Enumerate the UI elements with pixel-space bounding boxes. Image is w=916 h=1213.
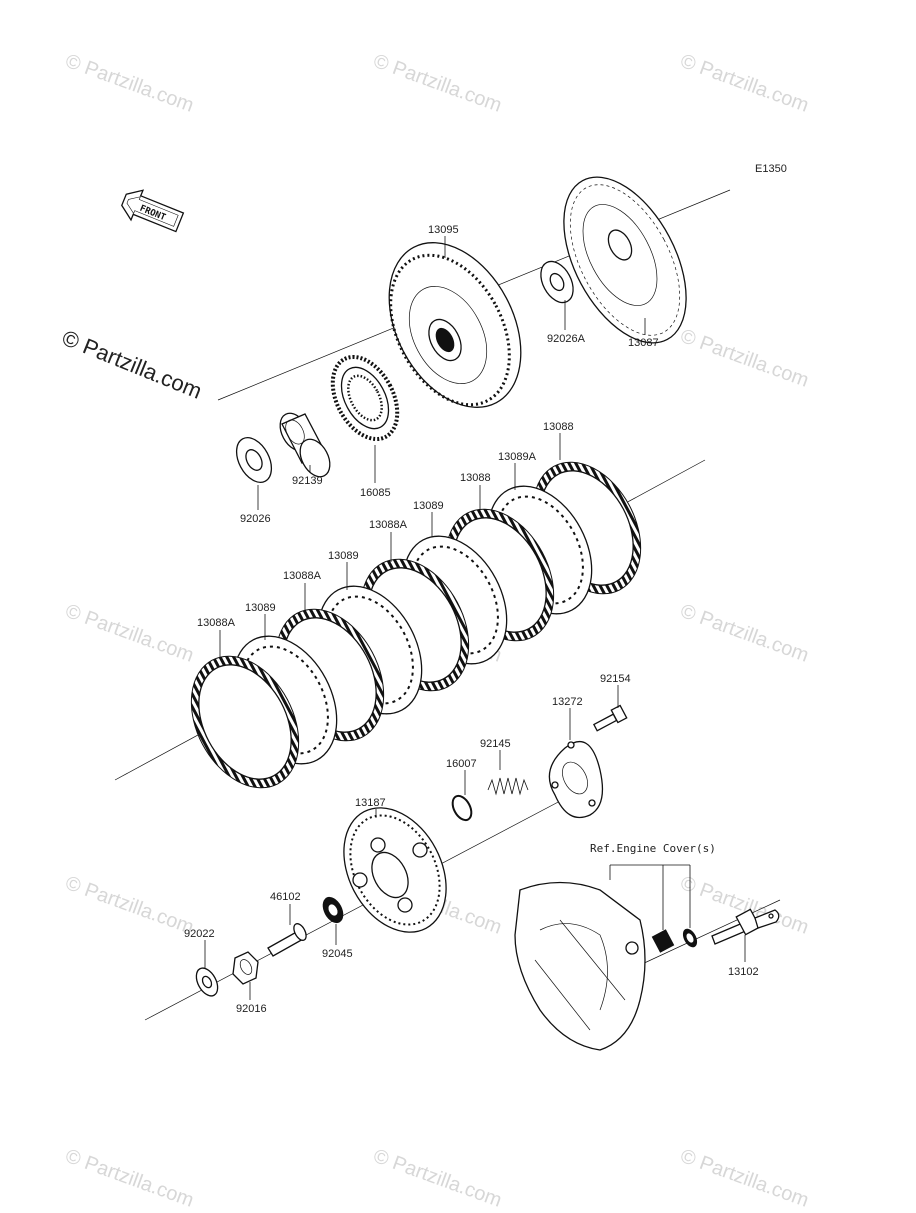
label-13187: 13187: [355, 797, 386, 809]
diagram-code: E1350: [755, 163, 787, 175]
label-13089-c: 13089: [245, 602, 276, 614]
label-13087: 13087: [628, 337, 659, 349]
axis-line-right: [639, 899, 781, 966]
part-labels: 13095 13087 92026A 16085 92139 92026 130…: [184, 224, 759, 1015]
part-92045-bearing[interactable]: [318, 893, 347, 926]
label-92145: 92145: [480, 738, 511, 750]
part-16007-ring[interactable]: [449, 793, 475, 823]
ref-engine-cover-note: Ref.Engine Cover(s): [590, 842, 716, 855]
label-46102: 46102: [270, 891, 301, 903]
part-92022-washer[interactable]: [192, 965, 222, 1000]
cover-seal: [682, 928, 698, 948]
label-92016: 92016: [236, 1003, 267, 1015]
clutch-plate-stack: [170, 461, 642, 807]
part-13088A-friction-plate-c[interactable]: [170, 638, 320, 807]
leader-lines: [204, 236, 746, 1000]
label-13089-b: 13089: [328, 550, 359, 562]
label-13089A: 13089A: [498, 451, 537, 463]
front-arrow-icon: FRONT: [121, 189, 185, 233]
cover-needle-bearing: [651, 929, 675, 953]
part-92145-spring[interactable]: [487, 777, 529, 796]
part-92139-sleeve[interactable]: [274, 408, 336, 482]
part-13095-clutch-hub[interactable]: [362, 220, 547, 430]
part-46102-pushrod[interactable]: [267, 922, 309, 957]
part-13187-pressure-plate[interactable]: [323, 790, 466, 950]
label-92154: 92154: [600, 673, 631, 685]
part-92154-bolt[interactable]: [593, 704, 628, 732]
label-13088A-c: 13088A: [197, 617, 236, 629]
label-13095: 13095: [428, 224, 459, 236]
label-13088-mid: 13088: [460, 472, 491, 484]
part-92016-nut[interactable]: [232, 951, 259, 985]
part-16085-gear[interactable]: [320, 346, 411, 450]
label-92022: 92022: [184, 928, 215, 940]
label-13088A-b: 13088A: [283, 570, 322, 582]
part-92026-washer[interactable]: [229, 432, 278, 488]
label-92045: 92045: [322, 948, 353, 960]
label-92026: 92026: [240, 513, 271, 525]
label-13088A-a: 13088A: [369, 519, 408, 531]
label-13102: 13102: [728, 966, 759, 978]
part-92026A-washer[interactable]: [534, 256, 579, 308]
label-92026A: 92026A: [547, 333, 586, 345]
part-13087-clutch-housing[interactable]: [539, 157, 712, 363]
part-13102-lever-shaft[interactable]: [711, 908, 780, 945]
engine-cover-reference: [514, 881, 646, 1051]
label-13089-a: 13089: [413, 500, 444, 512]
label-16007: 16007: [446, 758, 477, 770]
label-16085: 16085: [360, 487, 391, 499]
label-92139: 92139: [292, 475, 323, 487]
label-13272: 13272: [552, 696, 583, 708]
part-13272-lifter-plate[interactable]: [548, 741, 604, 819]
label-13088-top: 13088: [543, 421, 574, 433]
